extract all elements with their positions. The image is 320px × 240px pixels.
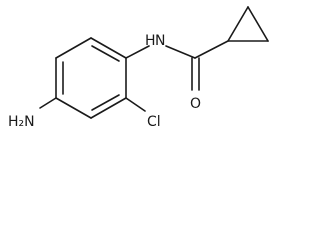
ring-double-bond-inner — [91, 45, 120, 62]
bond-ring-to-cl — [125, 97, 146, 112]
bond-carbonyl-to-cyclopropyl — [194, 40, 229, 59]
benzene-ring — [55, 37, 127, 119]
carbonyl-o-label: O — [190, 96, 201, 112]
ring-double-bond-inner — [91, 94, 120, 111]
ring-bond — [55, 37, 92, 59]
cyclopropyl-bond — [227, 6, 249, 42]
ring-bond — [90, 97, 127, 119]
amide-n-label: N — [155, 33, 165, 49]
bond-ring-to-nh2 — [39, 97, 57, 109]
chemical-structure: H N O Cl H₂N — [8, 6, 269, 130]
cyclopropyl-bond — [247, 6, 269, 42]
bond-ring-to-nh — [125, 45, 150, 59]
chloro-label: Cl — [147, 114, 161, 130]
bond-nh-to-carbonyl — [165, 45, 196, 59]
cyclopropyl-ring — [227, 6, 269, 42]
ring-bond — [90, 37, 127, 59]
ring-bond — [55, 97, 92, 119]
amine-label: H₂N — [8, 114, 35, 130]
amide-h-label: H — [145, 33, 156, 49]
